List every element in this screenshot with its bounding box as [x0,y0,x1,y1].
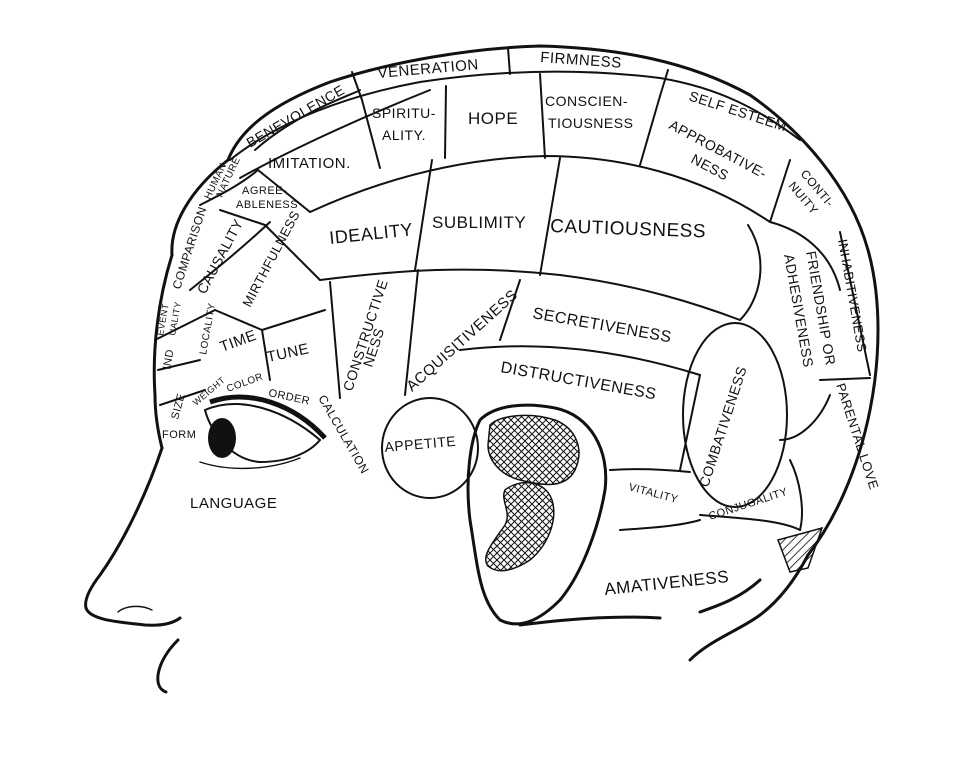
label-form: FORM [162,429,196,441]
label-veneration: VENERATION [377,56,480,82]
label-cautiousness: CAUTIOUSNESS [550,216,707,242]
label-amativeness: AMATIVENESS [603,567,729,599]
hatched-corner [777,526,824,573]
label-secretiveness: SECRETIVENESS [531,305,673,346]
label-individuality: IND [161,348,176,370]
label-sublimity: SUBLIMITY [432,213,526,232]
region-dividers [154,47,871,531]
label-agreeableness-1: AGREE- [242,185,287,197]
label-conscientiousness-1: CONSCIEN- [545,93,628,109]
label-spirituality-2: ALITY. [382,127,426,143]
label-weight: WEIGHT [191,375,227,408]
label-imitation: IMITATION. [268,155,351,172]
label-spirituality-1: SPIRITU- [372,105,436,121]
ear [466,403,608,626]
label-self-esteem: SELF ESTEEM [687,88,789,135]
label-inhabitiveness: INHABITIVENESS [835,238,870,354]
label-destructiveness: DISTRUCTIVENESS [499,359,657,403]
label-tune: TUNE [265,340,310,366]
appetite-region [381,397,479,499]
label-mirthfulness: MIRTHFULNESS [239,208,302,309]
label-vitality: VITALITY [627,481,679,506]
label-agreeableness-2: ABLENESS [236,199,298,211]
label-firmness: FIRMNESS [540,49,623,72]
combativeness-region [682,322,788,508]
label-hope: HOPE [468,109,518,128]
label-conjugality: CONJUGALITY [707,486,789,523]
label-appetite: APPETITE [384,433,457,455]
head-outline [84,44,880,694]
label-locality: LOCALITY [198,302,218,355]
label-parental-love: PARENTAL LOVE [833,381,882,491]
label-acquisitiveness: ACQUISITIVENESS [403,286,521,395]
label-language: LANGUAGE [190,495,277,512]
label-time: TIME [218,327,259,356]
label-size: SIZE [169,392,187,421]
eye [199,394,327,470]
label-color: COLOR [225,371,265,394]
label-combativeness: COMBATIVENESS [696,364,750,489]
label-benevolence: BENEVOLENCE [244,81,348,150]
label-conscientiousness-2: TIOUSNESS [548,115,633,131]
label-ideality: IDEALITY [328,219,414,248]
